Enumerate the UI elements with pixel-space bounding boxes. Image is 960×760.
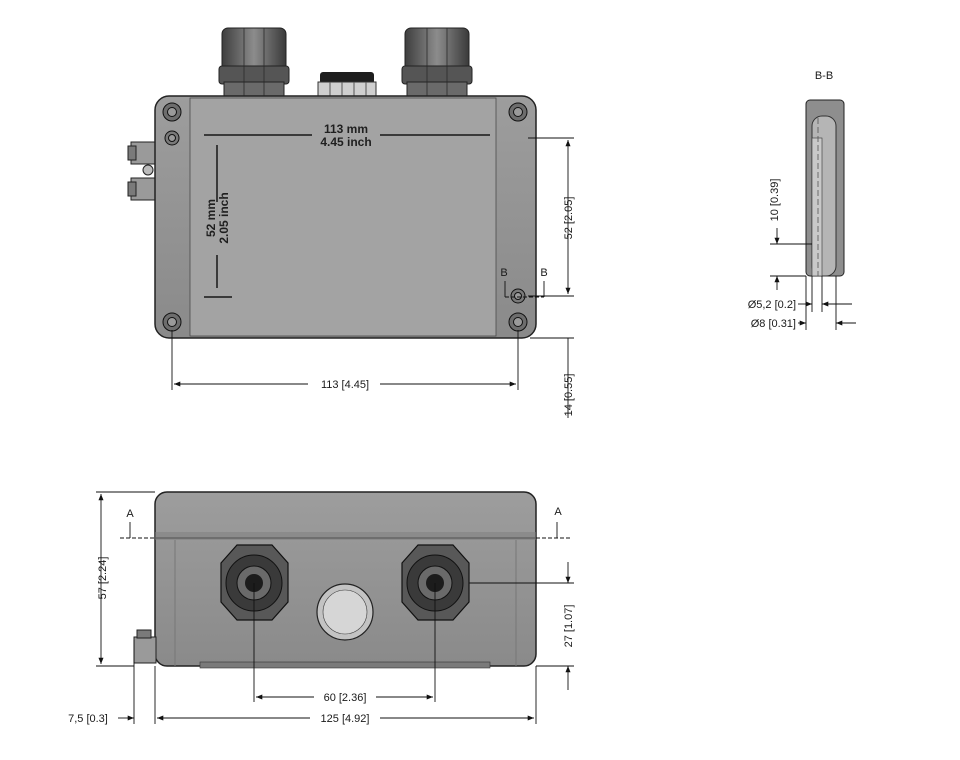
embossed-height-mm: 52 mm <box>204 199 218 237</box>
embossed-height-inch: 2.05 inch <box>217 192 231 243</box>
dim-hole-height: 52 [2.05] <box>528 137 575 297</box>
section-marker-a: A A <box>120 506 570 539</box>
section-title: B-B <box>815 70 833 82</box>
section-marker-b: B B <box>500 267 548 298</box>
front-gland-left <box>220 544 289 621</box>
dim-bottom-offset-label: 14 [0.55] <box>563 374 575 417</box>
embossed-scale: 113 mm 4.45 inch 52 mm 2.05 inch <box>204 122 490 298</box>
dim-hole-diameter-label: Ø5,2 [0.2] <box>748 299 796 311</box>
section-view: B-B 10 [0.39] Ø5,2 [0.2] Ø8 [0.31] <box>748 70 856 330</box>
dim-total-width-label: 125 [4.92] <box>321 713 370 725</box>
section-marker-b-right: B <box>540 267 547 279</box>
embossed-width-mm: 113 mm <box>324 122 368 136</box>
section-marker-b-left: B <box>500 267 507 279</box>
top-gland-left <box>218 27 290 97</box>
section-marker-a-left: A <box>126 508 134 520</box>
front-view: A A 57 [2.24] 27 [1.07] 60 [2.36] <box>68 491 575 725</box>
dim-depth: 10 [0.39] <box>769 179 812 290</box>
enclosure-lid <box>189 97 497 337</box>
dim-height: 57 [2.24] <box>96 491 155 667</box>
dim-gland-height-label: 27 [1.07] <box>563 605 575 648</box>
top-gland-right <box>401 27 473 97</box>
front-plug-center <box>316 583 374 641</box>
top-connector <box>317 72 377 97</box>
dim-height-label: 57 [2.24] <box>97 557 109 600</box>
section-marker-a-right: A <box>554 506 562 518</box>
dim-gland-spacing: 60 [2.36] <box>253 583 436 704</box>
dim-plug-offset-label: 7,5 [0.3] <box>68 713 108 725</box>
front-side-plug <box>133 629 157 664</box>
embossed-width-inch: 4.45 inch <box>320 135 371 149</box>
dim-head-diameter-label: Ø8 [0.31] <box>751 318 796 330</box>
dim-diameters: Ø5,2 [0.2] Ø8 [0.31] <box>748 276 856 330</box>
dim-depth-label: 10 [0.39] <box>769 179 781 222</box>
front-gland-right <box>401 544 470 621</box>
dim-hole-width-label: 113 [4.45] <box>321 379 369 391</box>
dim-bottom-offset: 14 [0.55] <box>530 337 575 418</box>
dim-total-width: 7,5 [0.3] 125 [4.92] <box>68 640 537 725</box>
side-plugs <box>127 141 158 201</box>
dim-hole-width: 113 [4.45] <box>171 330 519 391</box>
dim-gland-spacing-label: 60 [2.36] <box>324 692 367 704</box>
dim-hole-height-label: 52 [2.05] <box>563 197 575 240</box>
top-view: 113 mm 4.45 inch 52 mm 2.05 inch B B 52 … <box>127 27 575 418</box>
dim-gland-height: 27 [1.07] <box>469 562 575 690</box>
